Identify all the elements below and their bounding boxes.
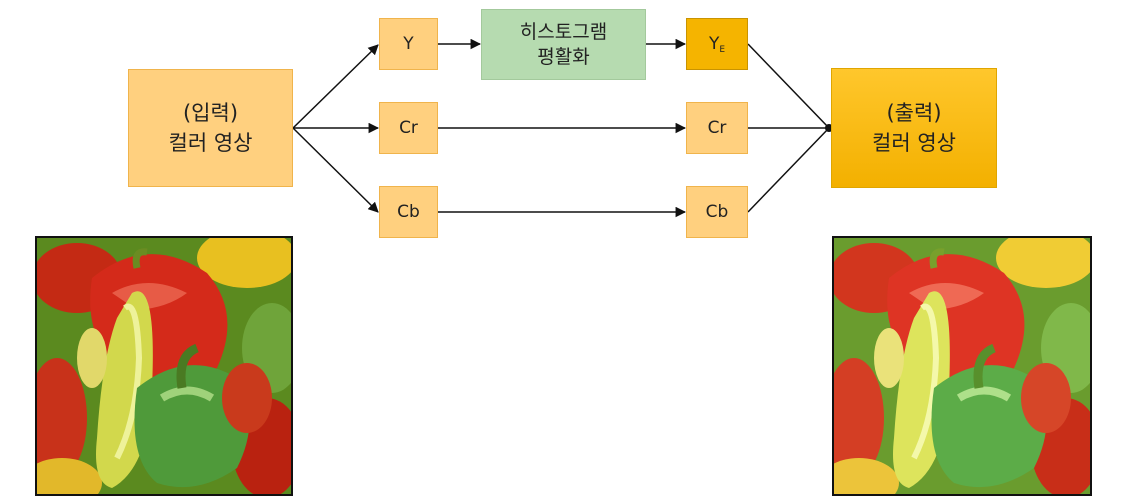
cb-node-left: Cb bbox=[379, 186, 438, 238]
arrow-input-to-y bbox=[292, 44, 379, 129]
ye-node: YE bbox=[686, 18, 748, 70]
cr-node-left-label: Cr bbox=[399, 118, 418, 138]
y-node-label: Y bbox=[403, 34, 414, 54]
ye-node-label: YE bbox=[709, 34, 725, 55]
output-box-line2: 컬러 영상 bbox=[872, 131, 956, 155]
histeq-line2: 평활화 bbox=[537, 45, 590, 68]
cb-node-left-label: Cb bbox=[397, 202, 420, 222]
cr-node-left: Cr bbox=[379, 102, 438, 154]
line-cb-to-output bbox=[747, 127, 830, 213]
ye-main: Y bbox=[708, 33, 720, 54]
y-node: Y bbox=[379, 18, 438, 70]
histogram-equalization-box: 히스토그램 평활화 bbox=[481, 9, 646, 80]
line-ye-to-output bbox=[747, 43, 830, 129]
cb-node-right-label: Cb bbox=[705, 202, 729, 222]
histeq-line1: 히스토그램 bbox=[519, 20, 608, 43]
output-peppers-image bbox=[832, 236, 1092, 496]
input-box-line1: (입력) bbox=[182, 101, 239, 125]
input-peppers-drawing bbox=[37, 238, 291, 494]
arrow-input-to-cb bbox=[292, 127, 379, 213]
cr-node-right-label: Cr bbox=[707, 118, 727, 138]
output-color-image-box: (출력) 컬러 영상 bbox=[831, 68, 997, 188]
cb-node-right: Cb bbox=[686, 186, 748, 238]
ye-subscript: E bbox=[719, 44, 726, 55]
output-box-line1: (출력) bbox=[886, 101, 942, 125]
input-box-line2: 컬러 영상 bbox=[168, 131, 253, 155]
input-color-image-box: (입력) 컬러 영상 bbox=[128, 69, 293, 187]
cr-node-right: Cr bbox=[686, 102, 748, 154]
output-peppers-drawing bbox=[834, 238, 1090, 494]
input-peppers-image bbox=[35, 236, 293, 496]
